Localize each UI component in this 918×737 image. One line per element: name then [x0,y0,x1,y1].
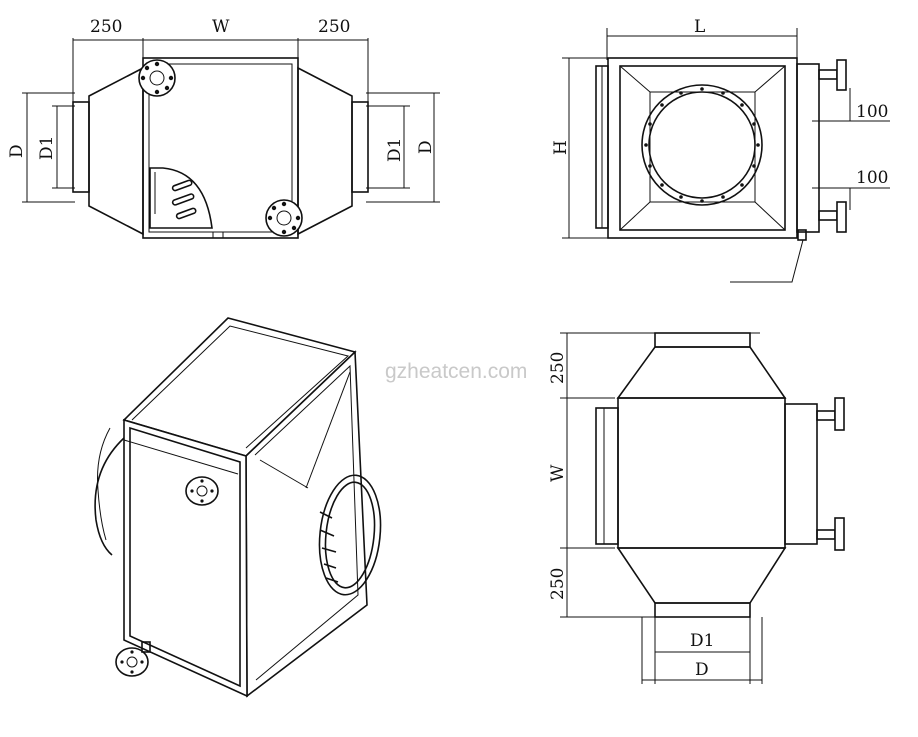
front-dim-center: W [212,17,230,37]
front-dim-left-outer: D [7,144,27,158]
front-right-transition [297,66,353,236]
side-dim-pipe-upper: 100 [856,102,888,122]
side-dim-height: H [551,140,571,155]
front-dim-left-inner: D1 [37,136,57,160]
side-view: L H [551,17,890,283]
front-dim-right-outer: D [416,140,436,154]
front-dim-right-inner: D1 [385,138,405,162]
top-dim-outer-diameter: D [695,660,709,680]
front-fin-cutaway [149,167,213,229]
top-dim-bottom: 250 [548,568,568,600]
top-main-casing [617,397,786,549]
top-dim-inner-diameter: D1 [690,631,714,651]
iso-round-duct-icon [318,474,382,596]
top-dim-width: W [548,464,568,482]
front-view: 250 W 250 D D1 D1 D [7,17,440,239]
watermark: gzheatcen.com [385,360,527,383]
front-dim-right: 250 [318,17,350,37]
isometric-view [94,317,382,698]
iso-lower-flange-icon [115,641,151,677]
front-right-spigot [351,101,369,193]
front-left-transition [88,66,144,236]
front-dim-left: 250 [90,17,122,37]
side-dim-pipe-lower: 100 [856,168,888,188]
front-inlet-flange-icon [138,59,176,97]
top-dim-top: 250 [548,352,568,384]
iso-upper-flange-icon [185,476,219,506]
side-round-duct-icon [641,84,763,206]
side-dim-length: L [694,17,705,37]
front-outlet-flange-icon [265,199,303,237]
front-left-spigot [72,101,90,193]
top-view: 250 W 250 D1 D [548,332,845,684]
